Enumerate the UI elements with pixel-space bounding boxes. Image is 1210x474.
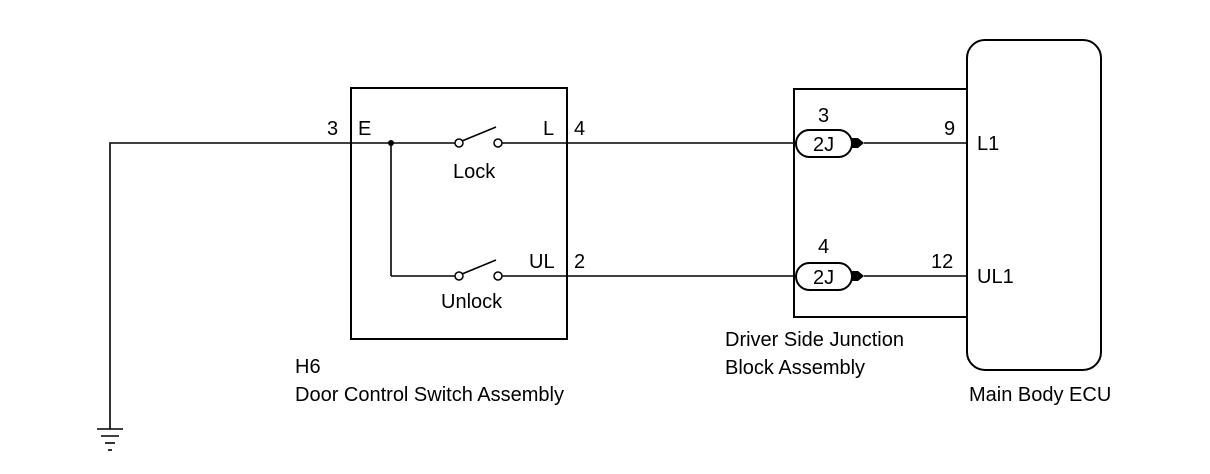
pin-l-number: 4 (574, 118, 585, 140)
switch-internal-wiring (351, 140, 455, 277)
junction-block-name-line2: Block Assembly (725, 357, 865, 379)
switch-assembly-name: Door Control Switch Assembly (295, 384, 564, 406)
unlock-switch-icon (454, 259, 503, 281)
unlock-label: Unlock (441, 291, 503, 313)
connector-bottom-pin: 4 (818, 236, 829, 258)
connector-top-label: 2J (813, 134, 834, 156)
pin-l1-label: L1 (977, 133, 999, 155)
pin-ul1-label: UL1 (977, 266, 1014, 288)
junction-block-name-line1: Driver Side Junction (725, 329, 904, 351)
pin-l1-number: 9 (944, 118, 955, 140)
ground-icon (97, 428, 123, 451)
ecu-box (966, 39, 1102, 371)
pin-ul1-number: 12 (931, 251, 953, 273)
pin-e-label: E (358, 118, 371, 140)
pin-ul-label: UL (529, 251, 555, 273)
ground-wire (109, 142, 351, 429)
lock-label: Lock (453, 161, 496, 183)
switch-assembly-code: H6 (295, 356, 321, 378)
pin-l-label: L (543, 118, 554, 140)
pin-e-number: 3 (327, 118, 338, 140)
connector-2j-bottom (795, 262, 864, 291)
connector-top-pin: 3 (818, 105, 829, 127)
connector-bottom-label: 2J (813, 267, 834, 289)
lock-switch-icon (454, 126, 503, 148)
switch-assembly-box (350, 87, 568, 340)
pin-ul-number: 2 (574, 251, 585, 273)
ecu-name: Main Body ECU (969, 384, 1111, 406)
connector-2j-top (795, 129, 864, 158)
